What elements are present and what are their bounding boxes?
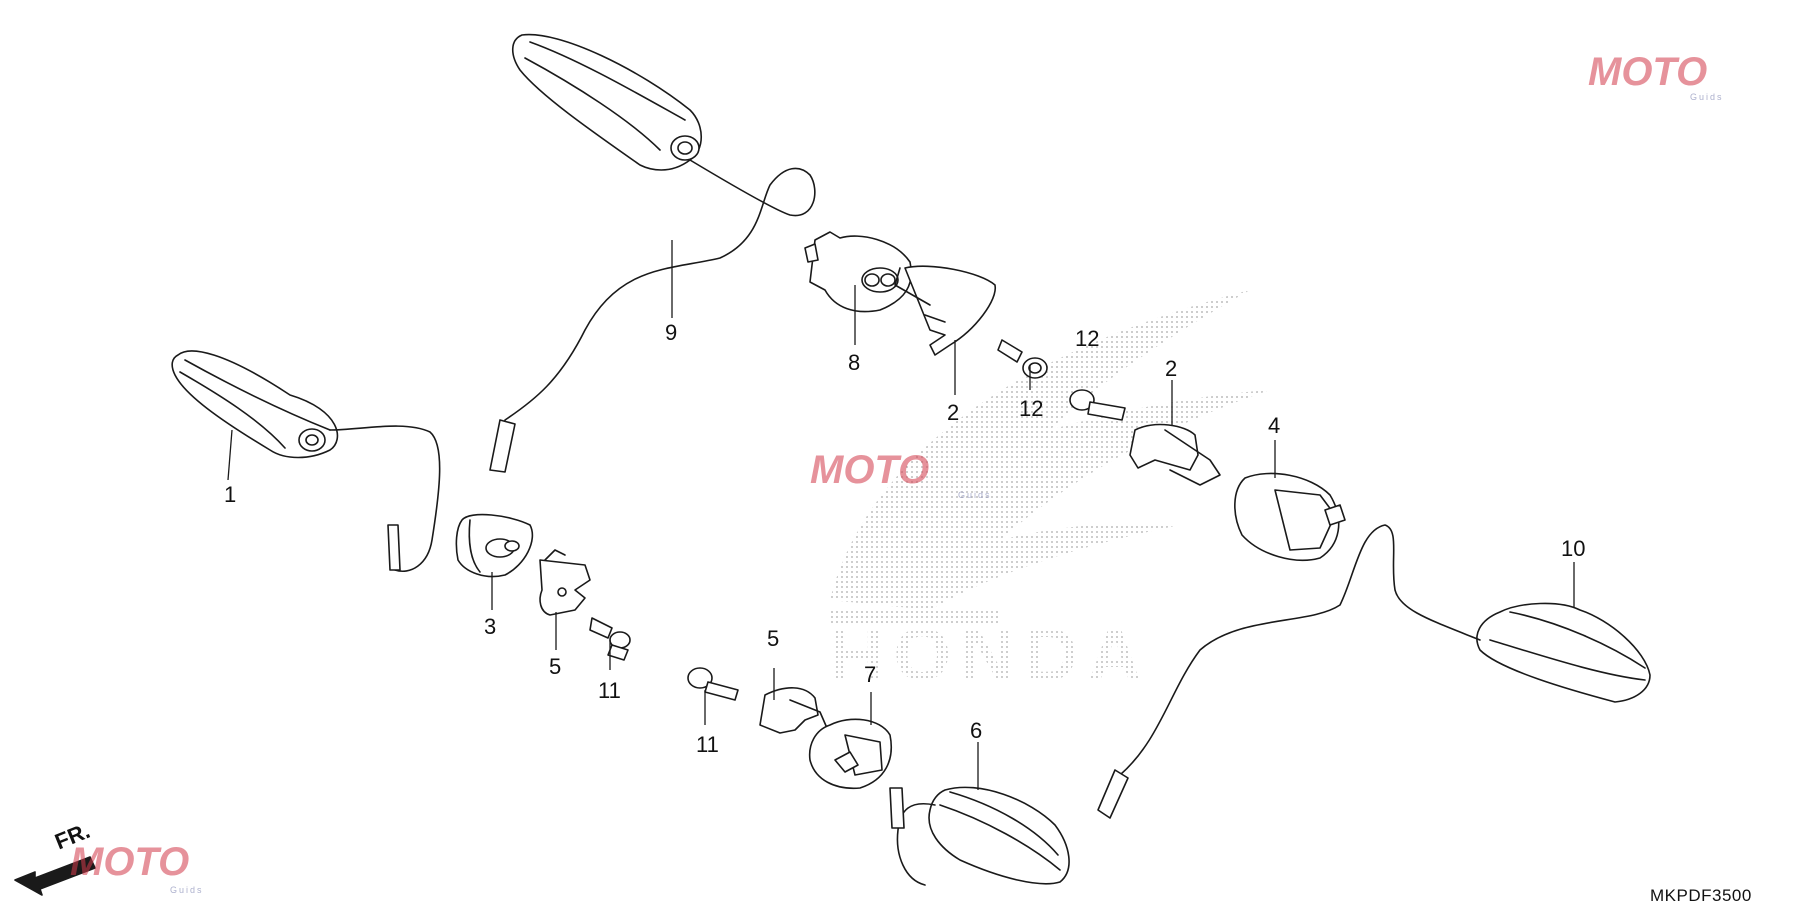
part-7-socket (808, 718, 892, 790)
callout-2: 2 (1165, 356, 1178, 381)
front-direction-arrow (14, 856, 96, 896)
part-4-socket (1234, 472, 1346, 562)
watermark-logo-bottom-left: MOTO (70, 840, 190, 884)
part-12-screw (1069, 389, 1126, 421)
leader-lines (227, 240, 1575, 790)
callout-11: 11 (598, 678, 621, 703)
callout-11: 11 (696, 732, 719, 757)
callout-8: 8 (848, 350, 861, 375)
callout-10: 10 (1561, 536, 1586, 561)
watermark-sub-bottom-left: Guids (170, 885, 204, 895)
callout-3: 3 (484, 614, 497, 639)
callout-9: 9 (665, 320, 678, 345)
part-1-blinker (171, 350, 441, 572)
callout-12: 12 (1075, 326, 1100, 351)
watermark-logo-center: MOTO (810, 448, 930, 492)
callout-2: 2 (947, 400, 960, 425)
honda-wing-logo: HONDA (830, 290, 1270, 696)
callout-5: 5 (549, 654, 562, 679)
callout-7: 7 (864, 662, 877, 687)
part-3-grommet (455, 513, 534, 578)
watermark-sub-center: Guids (958, 490, 992, 500)
part-9-blinker (489, 33, 816, 473)
honda-brand-text: HONDA (830, 613, 1151, 696)
callout-1: 1 (224, 482, 237, 507)
watermark-sub-top-right: Guids (1690, 92, 1724, 102)
part-12-screw (997, 339, 1048, 379)
part-11-screw (589, 617, 631, 661)
drawing-code: MKPDF3500 (1650, 886, 1752, 905)
callout-4: 4 (1268, 413, 1281, 438)
part-10-blinker (1097, 524, 1651, 819)
watermark-logo-top-right: MOTO (1588, 50, 1708, 94)
part-2-plate (1129, 423, 1221, 486)
part-11-screw (687, 667, 739, 701)
callout-12: 12 (1019, 396, 1044, 421)
part-6-blinker (889, 786, 1070, 886)
callout-6: 6 (970, 718, 983, 743)
part-2-plate (894, 265, 996, 356)
callout-5: 5 (767, 626, 780, 651)
part-8-grommet (804, 231, 912, 313)
part-5-plate (539, 549, 591, 616)
